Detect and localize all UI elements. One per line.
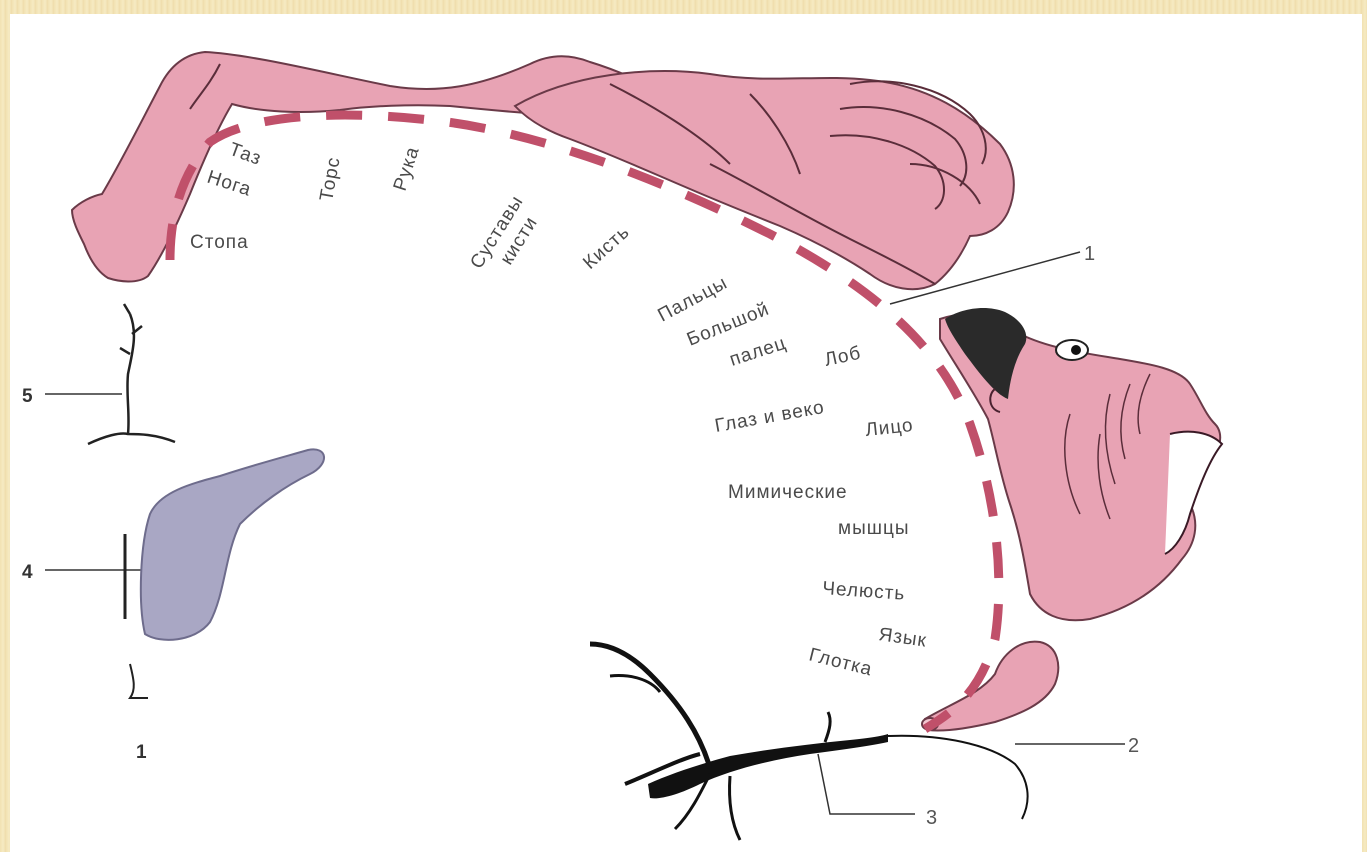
label-glaz: Глаз и веко bbox=[713, 397, 826, 437]
label-litso: Лицо bbox=[864, 415, 914, 441]
label-mimich-2: мышцы bbox=[838, 518, 910, 539]
label-chelyust: Челюсть bbox=[822, 578, 906, 605]
leader-3 bbox=[818, 754, 915, 814]
label-kist: Кисть bbox=[579, 221, 634, 273]
label-lob: Лоб bbox=[823, 343, 863, 371]
cell-4 bbox=[125, 449, 324, 698]
label-noga: Нога bbox=[204, 167, 254, 201]
marker-2: 2 bbox=[1128, 735, 1139, 757]
neuron-2-3 bbox=[590, 644, 1028, 840]
marker-1: 1 bbox=[1084, 243, 1095, 265]
diagram-frame: Таз Нога Стопа Торс Рука Суставы кисти К… bbox=[10, 14, 1362, 852]
marker-5: 5 bbox=[22, 386, 33, 407]
marker-1-bottom: 1 bbox=[136, 742, 147, 763]
head-figure bbox=[922, 308, 1222, 730]
label-stopa: Стопа bbox=[190, 232, 249, 253]
label-glotka: Глотка bbox=[807, 644, 875, 680]
label-bolshoi-2: палец bbox=[727, 333, 789, 371]
pupil bbox=[1071, 345, 1081, 355]
label-ruka: Рука bbox=[390, 144, 424, 194]
marker-3: 3 bbox=[926, 807, 937, 829]
label-tors: Торс bbox=[316, 155, 344, 203]
marker-4: 4 bbox=[22, 562, 33, 583]
label-taz: Таз bbox=[226, 139, 264, 170]
homunculus-diagram: Таз Нога Стопа Торс Рука Суставы кисти К… bbox=[10, 14, 1362, 852]
neuron-5 bbox=[88, 304, 175, 444]
label-yazyk: Язык bbox=[877, 624, 928, 652]
label-mimich-1: Мимические bbox=[728, 482, 848, 503]
